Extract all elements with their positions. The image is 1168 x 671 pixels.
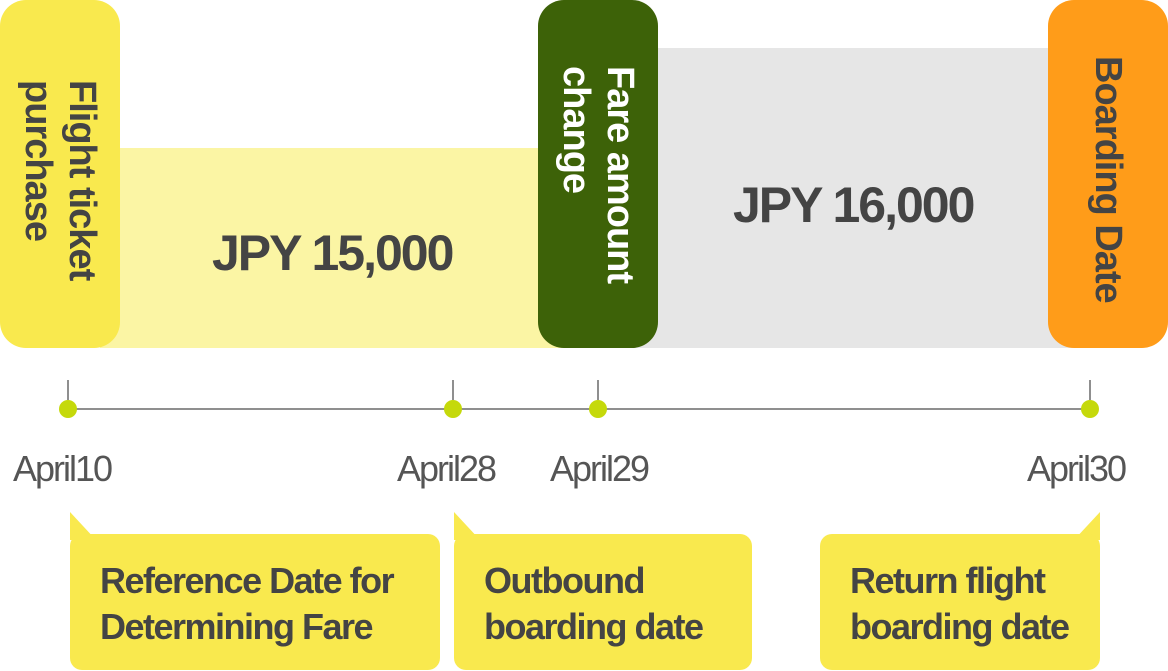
timeline-tick: [67, 380, 69, 400]
fare-change-label: Fare amount change: [555, 66, 641, 284]
callout-pointer-reference: [70, 512, 96, 540]
timeline-dot: [1081, 400, 1099, 418]
date-label: April30: [1027, 448, 1127, 489]
timeline-dot: [59, 400, 77, 418]
callout-outbound-text: Outbound boarding date: [484, 560, 704, 647]
fare-amount-after: JPY 16,000: [733, 177, 975, 233]
timeline-dot: [589, 400, 607, 418]
fare-band-after: [630, 48, 1090, 348]
boarding-label: Boarding Date: [1087, 56, 1129, 303]
callout-return-text: Return flight boarding date: [850, 560, 1070, 647]
date-label: April10: [13, 448, 113, 489]
timeline-tick: [1089, 380, 1091, 400]
timeline-tick: [597, 380, 599, 400]
callout-reference-text: Reference Date for Determining Fare: [100, 560, 395, 647]
fare-amount-before: JPY 15,000: [212, 225, 454, 281]
fare-change-pillar: Fare amount change: [538, 0, 658, 348]
date-label: April29: [550, 448, 650, 489]
callout-outbound-date: Outbound boarding date: [454, 534, 752, 670]
purchase-pillar: Flight ticket purchase: [0, 0, 120, 348]
callout-return-date: Return flight boarding date: [820, 534, 1100, 670]
callout-pointer-outbound: [454, 512, 480, 540]
boarding-pillar: Boarding Date: [1048, 0, 1168, 348]
purchase-label: Flight ticket purchase: [17, 80, 103, 281]
fare-band-before: [100, 148, 570, 348]
timeline-dot: [444, 400, 462, 418]
callout-reference-date: Reference Date for Determining Fare: [70, 534, 440, 670]
date-label: April28: [397, 448, 497, 489]
timeline-tick: [452, 380, 454, 400]
timeline-axis: [68, 408, 1092, 410]
callout-pointer-return: [1074, 512, 1100, 540]
